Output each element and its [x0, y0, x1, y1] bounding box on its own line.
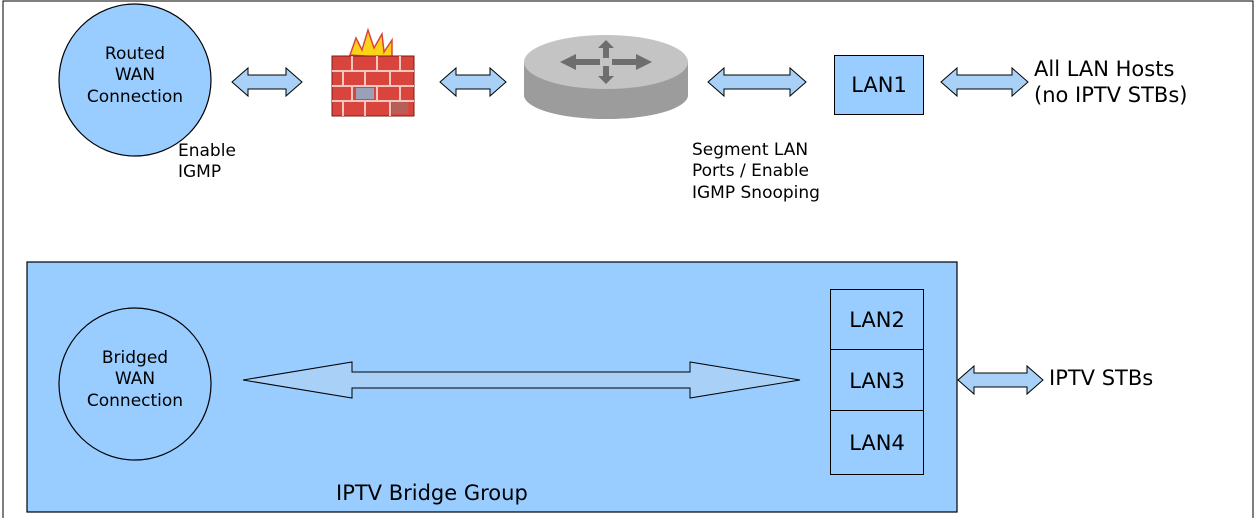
- lan3-box: LAN3: [830, 349, 924, 412]
- arrow-bridge-wan-lans: [242, 361, 801, 399]
- lan2-box: LAN2: [830, 289, 924, 351]
- segment-lan-note: Segment LAN Ports / Enable IGMP Snooping: [692, 140, 820, 203]
- arrow-router-lan1: [707, 66, 807, 98]
- bridged-wan-circle: [58, 307, 212, 461]
- enable-igmp-note: Enable IGMP: [178, 141, 236, 183]
- lan1-box: LAN1: [834, 55, 924, 115]
- lan4-label: LAN4: [849, 430, 905, 455]
- router-icon: [524, 35, 688, 119]
- lan2-label: LAN2: [849, 308, 905, 332]
- firewall-icon: [331, 27, 415, 117]
- routed-wan-circle: [58, 3, 212, 157]
- routed-wan-label: Routed WAN Connection: [86, 44, 184, 107]
- arrow-firewall-router: [439, 66, 507, 98]
- bridged-wan-label: Bridged WAN Connection: [86, 348, 184, 411]
- lan3-label: LAN3: [849, 368, 905, 393]
- bridge-group-label: IPTV Bridge Group: [336, 481, 528, 505]
- iptv-stbs-label: IPTV STBs: [1049, 366, 1154, 390]
- arrow-lans-stbs: [957, 364, 1044, 396]
- lan1-label: LAN1: [851, 73, 907, 97]
- all-lan-hosts-label: All LAN Hosts (no IPTV STBs): [1034, 57, 1188, 108]
- lan4-box: LAN4: [830, 410, 924, 475]
- arrow-lan1-hosts: [940, 66, 1029, 98]
- arrow-wan-firewall: [231, 66, 303, 98]
